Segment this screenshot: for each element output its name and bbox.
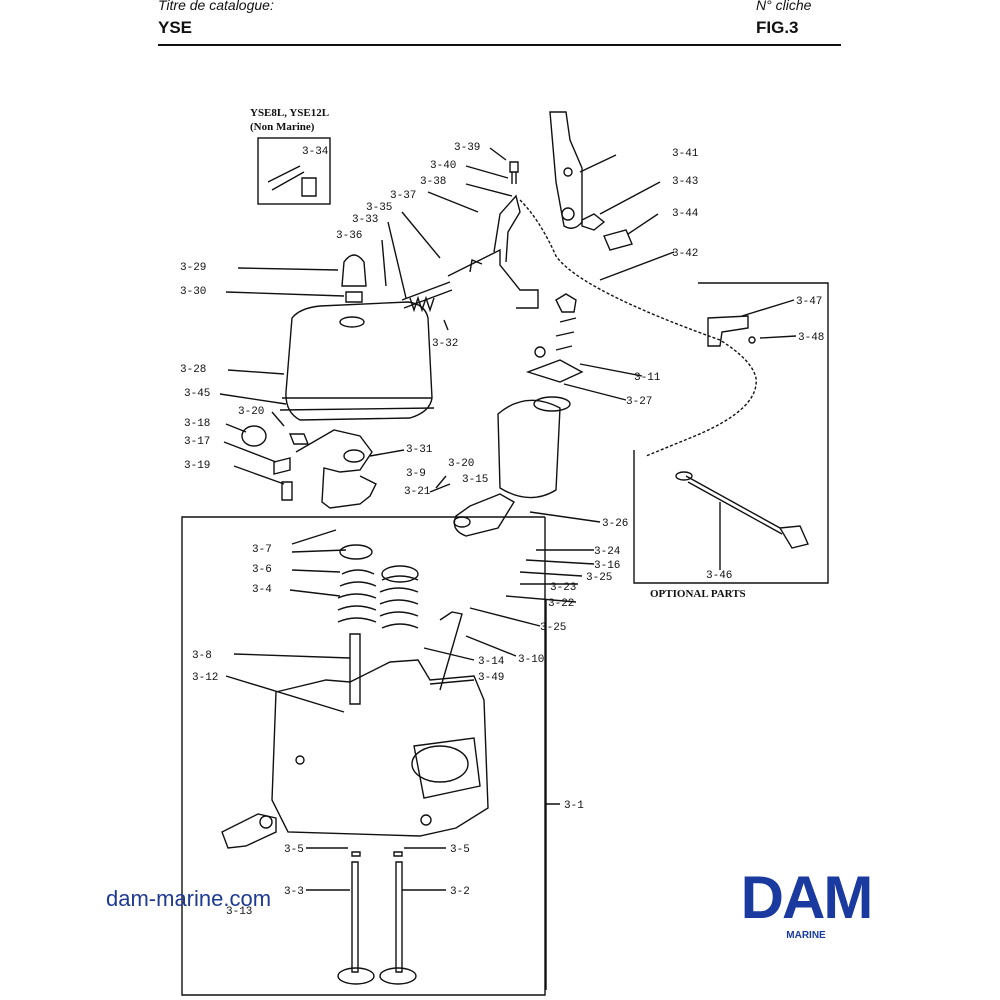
callout-3-2: 3-2 xyxy=(450,886,470,898)
optional-parts-frame xyxy=(633,282,829,584)
callout-3-28: 3-28 xyxy=(180,364,206,376)
callout-3-32: 3-32 xyxy=(432,338,458,350)
callout-3-6: 3-6 xyxy=(252,564,272,576)
brand-logo: DAM MARINE xyxy=(715,864,897,942)
callout-3-18: 3-18 xyxy=(184,418,210,430)
callout-3-21: 3-21 xyxy=(404,486,431,498)
callout-3-22: 3-22 xyxy=(548,598,574,610)
callout-3-40: 3-40 xyxy=(430,160,456,172)
callout-3-46: 3-46 xyxy=(706,570,732,582)
figure-number: FIG.3 xyxy=(756,18,799,37)
callout-3-47: 3-47 xyxy=(796,296,822,308)
callout-3-13: 3-13 xyxy=(226,906,252,918)
callout-3-33: 3-33 xyxy=(352,214,378,226)
rocker-cover xyxy=(285,301,433,421)
cliche-label: N° cliche xyxy=(756,0,812,13)
callout-3-16: 3-16 xyxy=(594,560,620,572)
callout-3-39: 3-39 xyxy=(454,142,480,154)
optional-parts-label: OPTIONAL PARTS xyxy=(650,588,746,600)
brand-logo-mark: DAM xyxy=(740,864,874,931)
callout-3-44: 3-44 xyxy=(672,208,699,220)
callout-3-43: 3-43 xyxy=(672,176,698,188)
callout-3-20-lower: 3-20 xyxy=(448,458,474,470)
callout-3-8: 3-8 xyxy=(192,650,212,662)
callout-3-14: 3-14 xyxy=(478,656,505,668)
callout-3-5-right: 3-5 xyxy=(450,844,470,856)
callout-3-36: 3-36 xyxy=(336,230,362,242)
catalogue-label: Titre de catalogue: xyxy=(158,0,274,13)
inset-title-line1: YSE8L, YSE12L xyxy=(250,107,329,119)
callout-3-20-upper: 3-20 xyxy=(238,406,264,418)
brand-logo-subtitle: MARINE xyxy=(786,930,826,941)
callout-3-37: 3-37 xyxy=(390,190,416,202)
callout-3-17: 3-17 xyxy=(184,436,210,448)
callout-3-1: 3-1 xyxy=(564,800,584,812)
callout-3-48: 3-48 xyxy=(798,332,824,344)
callout-3-23: 3-23 xyxy=(550,582,576,594)
callout-3-42: 3-42 xyxy=(672,248,698,260)
callout-3-11: 3-11 xyxy=(634,372,661,384)
callout-3-38: 3-38 xyxy=(420,176,446,188)
callout-3-4: 3-4 xyxy=(252,584,272,596)
catalogue-value: YSE xyxy=(158,18,193,37)
callout-3-7: 3-7 xyxy=(252,544,272,556)
website-link[interactable]: dam-marine.com xyxy=(106,886,272,911)
callout-3-10: 3-10 xyxy=(518,654,544,666)
inset-title-line2: (Non Marine) xyxy=(250,121,315,133)
callout-3-49: 3-49 xyxy=(478,672,504,684)
callout-3-45: 3-45 xyxy=(184,388,210,400)
callout-3-35: 3-35 xyxy=(366,202,392,214)
callout-3-19: 3-19 xyxy=(184,460,210,472)
callout-3-12: 3-12 xyxy=(192,672,218,684)
callout-3-24: 3-24 xyxy=(594,546,621,558)
callout-3-5-left: 3-5 xyxy=(284,844,304,856)
inset-box xyxy=(257,137,331,205)
callout-3-15: 3-15 xyxy=(462,474,488,486)
callout-3-25-lower: 3-25 xyxy=(540,622,566,634)
callout-3-3: 3-3 xyxy=(284,886,304,898)
callout-3-34: 3-34 xyxy=(302,146,329,158)
cylinder-head-frame xyxy=(181,516,546,996)
callout-3-31: 3-31 xyxy=(406,444,433,456)
callout-3-9: 3-9 xyxy=(406,468,426,480)
callout-3-29: 3-29 xyxy=(180,262,206,274)
callout-3-41: 3-41 xyxy=(672,148,699,160)
diagram-drawing xyxy=(181,111,829,996)
cylinder-head xyxy=(271,659,489,837)
callout-3-30: 3-30 xyxy=(180,286,206,298)
callout-3-26: 3-26 xyxy=(602,518,628,530)
callout-3-25-upper: 3-25 xyxy=(586,572,612,584)
header-rule xyxy=(158,44,841,46)
callout-3-27: 3-27 xyxy=(626,396,652,408)
